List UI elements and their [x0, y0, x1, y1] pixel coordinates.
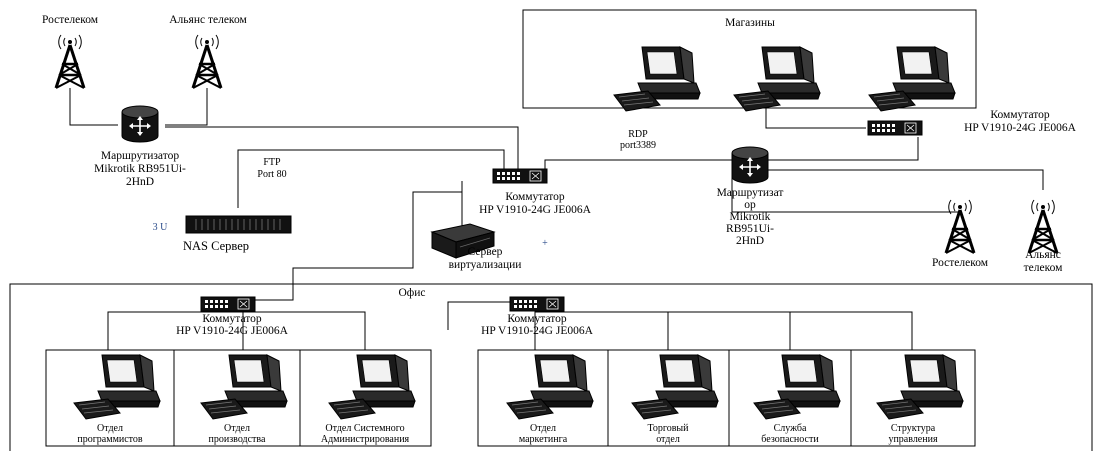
ftp-label: FTP [263, 157, 281, 168]
dept-label: Администрирования [321, 434, 410, 445]
dept-label: производства [209, 434, 267, 445]
isp-allians-label: Альянс телеком [169, 14, 247, 26]
switch-icon [509, 296, 565, 312]
switch-icon [492, 168, 548, 184]
nas-units-label: 3 U [153, 222, 169, 233]
computer-icon [868, 46, 956, 112]
office-group [9, 283, 1093, 451]
router-right-label-5: 2HnD [736, 235, 764, 247]
computer-icon [506, 354, 594, 420]
router-top-label-1: Маршрутизатор [101, 150, 179, 162]
router-right-label-2: ор [744, 199, 756, 211]
core-switch-label-2: HP V1910-24G JE006A [479, 204, 592, 216]
office-switch-right-label-1: Коммутатор [507, 313, 567, 325]
radio-tower-icon [1027, 198, 1059, 255]
rdp-label: RDP [628, 129, 648, 140]
router-right-label-1: Маршрутизат [717, 187, 784, 199]
computer-icon [631, 354, 719, 420]
isp-right-rostelecom-label: Ростелеком [932, 257, 989, 269]
dept-label: безопасности [761, 434, 819, 445]
dept-label: Торговый [647, 423, 689, 434]
department-boxes [45, 349, 976, 447]
computer-icon [876, 354, 964, 420]
dept-label: управления [888, 434, 938, 445]
dept-label: отдел [656, 434, 680, 445]
router-right-label-4: RB951Ui- [726, 223, 774, 235]
router-top-label-3: 2HnD [126, 176, 154, 188]
router-top-label-2: Mikrotik RB951Ui- [94, 163, 186, 175]
office-switch-left-label-1: Коммутатор [202, 313, 262, 325]
shops-title: Магазины [725, 17, 775, 29]
virt-server-label-1: Сервер [468, 246, 503, 258]
shops-switch-label-1: Коммутатор [990, 109, 1050, 121]
dept-label: Структура [891, 423, 936, 434]
department-labels: Отдел программистов Отдел производства О… [77, 423, 938, 445]
router-right-label-3: Mikrotik [730, 211, 771, 223]
switch-icon [867, 120, 923, 136]
shops-switch-label-2: HP V1910-24G JE006A [964, 122, 1077, 134]
radio-tower-icon [191, 33, 223, 90]
computer-icon [73, 354, 161, 420]
isp-rostelecom-label: Ростелеком [42, 14, 99, 26]
router-icon [121, 105, 159, 143]
nas-label: NAS Сервер [183, 239, 249, 253]
dept-label: Отдел Системного [325, 423, 404, 434]
computer-icon [328, 354, 416, 420]
ftp-port-label: Port 80 [257, 169, 286, 180]
office-switch-left-label-2: HP V1910-24G JE006A [176, 325, 289, 337]
switch-icon [200, 296, 256, 312]
dept-label: Отдел [530, 423, 556, 434]
dept-label: Служба [774, 423, 807, 434]
nas-server-icon [185, 215, 292, 234]
isp-right-allians-label-2: телеком [1024, 262, 1064, 274]
radio-tower-icon [944, 198, 976, 255]
dept-label: Отдел [224, 423, 250, 434]
virt-server-label-2: виртуализации [449, 259, 522, 271]
computer-icon [200, 354, 288, 420]
dept-label: Отдел [97, 423, 123, 434]
rdp-port-label: port3389 [620, 140, 656, 151]
virtualization-server-icon [430, 223, 496, 259]
computer-icon [613, 46, 701, 112]
office-title: Офис [398, 287, 425, 299]
dept-label: программистов [77, 434, 143, 445]
isp-right-allians-label-1: Альянс [1025, 249, 1061, 261]
plus-marker: + [542, 238, 548, 249]
computer-icon [733, 46, 821, 112]
office-switch-right-label-2: HP V1910-24G JE006A [481, 325, 594, 337]
computer-icon [753, 354, 841, 420]
core-switch-label-1: Коммутатор [505, 191, 565, 203]
radio-tower-icon [54, 33, 86, 90]
dept-label: маркетинга [519, 434, 568, 445]
router-icon [731, 146, 769, 184]
